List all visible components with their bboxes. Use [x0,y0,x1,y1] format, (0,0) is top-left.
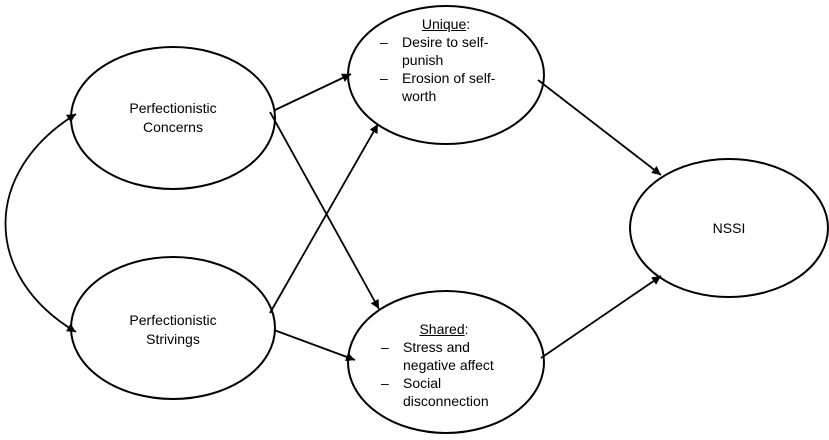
shared-title: Shared: [419,321,469,337]
shared-item-dash: – [381,339,389,355]
correlation-arc [4,113,77,333]
shared-ellipse [347,290,545,434]
shared-title-text: Shared [419,321,465,337]
unique-item-line2: punish [402,52,444,68]
unique-title: Unique: [421,16,471,32]
unique-mediator-text: Unique: – Desire to self- punish – Erosi… [380,15,520,105]
unique-item-line1: Desire to self- [402,34,489,50]
unique-item-line2: worth [402,88,437,104]
unique-item: – Desire to self- punish [380,33,520,69]
arrow-shared-to-nssi [540,275,662,359]
shared-item-line1: Social [403,375,442,391]
shared-item-dash: – [381,375,389,391]
unique-item-dash: – [380,70,388,86]
concerns-label: Perfectionistic Concerns [73,99,273,137]
concerns-label-line2: Concerns [143,119,203,135]
shared-list: – Stress and negative affect – Social di… [381,338,521,410]
arrow-strivings-to-shared [273,329,356,362]
shared-item-line1: Stress and [403,339,470,355]
nssi-ellipse [629,158,829,298]
shared-item: – Social disconnection [381,374,521,410]
unique-item-line1: Erosion of self- [402,70,496,86]
shared-mediator-text: Shared: – Stress and negative affect – S… [381,320,521,410]
unique-item-dash: – [380,34,388,50]
strivings-label: Perfectionistic Strivings [73,311,273,349]
shared-item: – Stress and negative affect [381,338,521,374]
shared-item-line2: negative affect [403,357,494,373]
arrow-concerns-to-unique [274,73,352,111]
concerns-label-line1: Perfectionistic [129,100,217,116]
arrow-strivings-to-unique [269,123,379,314]
strivings-label-line2: Strivings [146,331,200,347]
shared-item-line2: disconnection [403,393,489,409]
unique-list: – Desire to self- punish – Erosion of se… [380,33,520,105]
strivings-label-line1: Perfectionistic [129,312,217,328]
arrow-concerns-to-shared [269,111,380,310]
unique-item: – Erosion of self- worth [380,69,520,105]
unique-title-text: Unique [421,16,467,32]
nssi-label: NSSI [679,219,779,238]
nssi-label-text: NSSI [712,220,746,236]
arrow-unique-to-nssi [537,79,662,176]
